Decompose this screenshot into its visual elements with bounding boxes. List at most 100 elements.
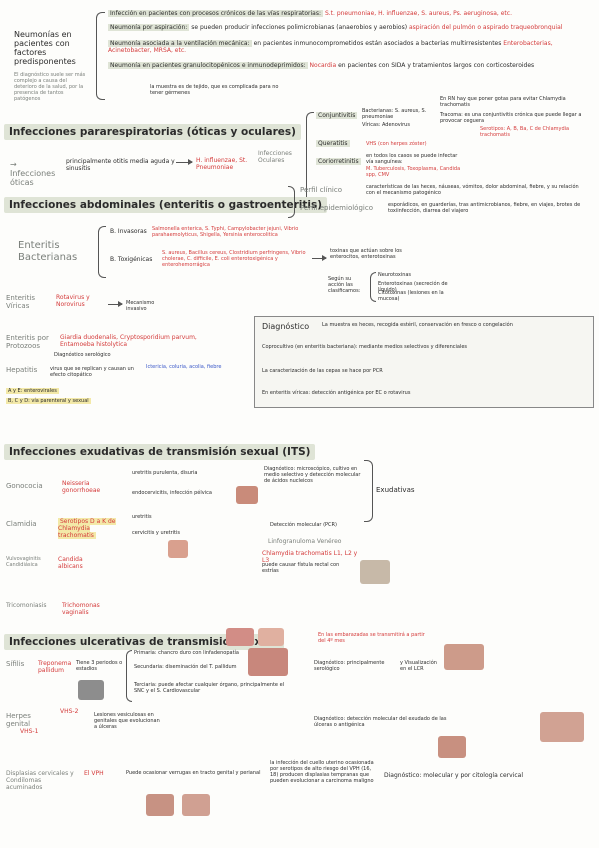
perfil-epi-text: esporádicos, en guarderías, tras antimic…	[388, 202, 581, 214]
herpes-photo-1	[438, 736, 466, 758]
herpes-dx: Diagnóstico: detección molecular del exu…	[314, 716, 447, 728]
otic-arrow-icon: →	[10, 160, 17, 169]
ocular-label: Infecciones Oculares	[258, 150, 292, 164]
hepatitis-ab: A y E: enterovirales	[6, 388, 59, 394]
sifilis-extra: y Visualización en el LCR	[400, 660, 437, 672]
sifilis-brace	[126, 650, 132, 702]
herpes-agent: VHS-2	[60, 708, 79, 715]
intro-item-3-detail: en pacientes inmunocomprometidos están a…	[253, 40, 502, 47]
intro-item-2: Neumonía por aspiración: se pueden produ…	[108, 24, 588, 31]
serotypes-note: Serotipos: A, B, Ba, C de Chlamydia trac…	[480, 126, 570, 138]
clamidia-female: cervicitis y uretritis	[132, 530, 181, 536]
sifilis-stages: Tiene 3 periodos o estadios	[76, 660, 123, 672]
viral-agents: Rotavirus y Norovirus	[56, 294, 90, 308]
intro-item-2-extra: aspiración del pulmón o aspirado traqueo…	[409, 24, 563, 31]
clamidia-male: uretritis	[132, 514, 152, 520]
vph-detail: la infección del cuello uterino ocasiona…	[270, 760, 374, 784]
section1-title: Infecciones pararespiratorias (óticas y …	[4, 124, 301, 140]
perfil-clinico-text: características de las heces, náuseas, v…	[366, 184, 579, 196]
section4-photo-1	[226, 628, 254, 646]
queratitis-label: Queratitis	[316, 140, 350, 147]
vph-agent: El VPH	[84, 770, 104, 777]
toxigenicas-agents: S. aureus, Bacillus cereus, Clostridium …	[162, 250, 306, 268]
clasif-item-3: Citotoxinas (lesiones en la mucosa)	[378, 290, 444, 302]
perfil-brace	[288, 186, 295, 218]
conj-bact: Bacterianas: S. aureus, S. pneumoniae	[362, 108, 427, 120]
vph-label: Displasias cervicales y Condilomas acumi…	[6, 770, 74, 791]
toxins-note: toxinas que actúan sobre los enterocitos…	[330, 248, 402, 260]
intro-item-1-label: Infección en pacientes con procesos crón…	[108, 10, 324, 17]
coriorretinitis-agents: M. Tuberculosis, Toxoplasma, Candida spp…	[366, 166, 461, 178]
vph-dx: Diagnóstico: molecular y por citología c…	[384, 772, 523, 779]
linfo-text: puede causar fístula rectal con estrías	[262, 562, 340, 574]
tracoma-note: Tracoma: es una conjuntivitis crónica qu…	[440, 112, 582, 124]
invasoras-label: B. Invasoras	[110, 228, 147, 235]
intro-item-2-detail: se pueden producir infecciones polimicro…	[191, 24, 408, 31]
intro-item-2-label: Neumonía por aspiración:	[108, 24, 190, 31]
hepatitis-label: Hepatitis	[6, 366, 38, 374]
coriorretinitis-text: en todos los casos se puede infectar vía…	[366, 153, 458, 165]
clamidia-agent: Serotipos D a K de Chlamydia trachomatis	[58, 518, 116, 539]
sifilis-photo	[248, 648, 288, 676]
section4-title: Infecciones ulcerativas de transmisión s…	[4, 634, 285, 650]
clamidia-dx: Detección molecular (PCR)	[270, 522, 337, 528]
entero-brace	[98, 226, 106, 278]
section3-title: Infecciones exudativas de transmisión se…	[4, 444, 316, 460]
otic-arrow	[176, 159, 193, 165]
embarazadas-note: En las embarazadas se transmitirá a part…	[318, 632, 425, 644]
vph-photo-1	[146, 794, 174, 816]
tricho-label: Tricomoniasis	[6, 602, 47, 609]
clamidia-photo	[168, 540, 188, 558]
intro-item-4: Neumonía en pacientes granulocitopénicos…	[108, 62, 588, 69]
vaginosis-agent: Candida albicans	[58, 556, 83, 570]
gono-photo	[236, 486, 258, 504]
vph-text: Puede ocasionar verrugas en tracto genit…	[126, 770, 261, 776]
otic-agents: H. influenzae, St. Pneumoniae	[196, 157, 248, 171]
perfil-epi: Perfil epidemiológico	[300, 204, 373, 212]
herpes-agent-2: VHS-1	[20, 728, 39, 735]
viral-label: Enteritis Víricas	[6, 294, 36, 310]
tricho-agent: Trichomonas vaginalis	[62, 602, 100, 616]
intro-brace	[96, 12, 105, 100]
linfogranuloma-label: Linfogranuloma Venéreo	[268, 538, 342, 545]
dx-box-item-3: La caracterización de las cepas se hace …	[262, 368, 383, 374]
intro-item-4-label: Neumonía en pacientes granulocitopénicos…	[108, 62, 308, 69]
otic-text: principalmente otitis media aguda y sinu…	[66, 158, 175, 172]
sifilis-secondary: Secundaria: diseminación del T. pallidum	[134, 664, 237, 670]
dx-box-item-4: En enteritis víricas: detección antigéni…	[262, 390, 411, 396]
intro-item-1-agents: S.t. pneumoniae, H. influenzae, S. aureu…	[324, 10, 512, 17]
sifilis-label: Sífilis	[6, 660, 25, 668]
entero-bact-label: Enteritis Bacterianas	[18, 240, 78, 263]
hepatitis-text: virus que se replican y causan un efecto…	[50, 366, 134, 378]
sifilis-photo-2	[444, 644, 484, 670]
sifilis-dx: Diagnóstico: principalmente serológico	[314, 660, 385, 672]
clasif-item-1: Neurotoxinas	[378, 272, 412, 278]
herpes-photo-2	[540, 712, 584, 742]
viral-note: Mecanismo invasivo	[126, 300, 155, 312]
herpes-label: Herpes genital	[6, 712, 31, 728]
gono-agent: Neisseria gonorrhoeae	[62, 480, 101, 494]
intro-item-3-agents: Enterobacterias, Acinetobacter, MRSA, et…	[108, 40, 553, 54]
vaginosis-label: Vulvovaginitis Candidiásica	[6, 556, 41, 568]
intro-item-4-detail: en pacientes con SIDA y tratamientos lar…	[338, 62, 535, 69]
intro-item-3: Neumonía asociada a la ventilación mecán…	[108, 40, 588, 54]
clamidia-label: Clamidia	[6, 520, 37, 528]
linfo-agent: Chlamydia trachomatis L1, L2 y L3	[262, 550, 358, 564]
dx-box-item-2: Coprocultivo (en enteritis bacteriana): …	[262, 344, 468, 350]
hepatitis-signs: Ictericia, coluria, acolia, fiebre	[146, 364, 222, 370]
otic-label: → Infecciones óticas	[10, 160, 56, 187]
toxigenicas-label: B. Toxigénicas	[110, 256, 153, 263]
exudativas-label: Exudativas	[376, 486, 415, 494]
gono-female: endocervicitis, infección pélvica	[132, 490, 212, 496]
dx-box-title: Diagnóstico	[262, 322, 310, 331]
intro-item-1: Infección en pacientes con procesos crón…	[108, 10, 588, 17]
hepatitis-bcd: B, C y D: vía parenteral y sexual	[6, 398, 91, 404]
clasif-brace	[370, 272, 376, 302]
gono-dx: Diagnóstico: microscópico, cultivo en me…	[264, 466, 361, 484]
gono-male: uretritis purulenta, disuria	[132, 470, 198, 476]
invasoras-agents: Salmonella enterica, S. Typhi, Campyloba…	[152, 226, 299, 238]
sifilis-tertiary: Terciaria: puede afectar cualquier órgan…	[134, 682, 285, 694]
section4-photo-2	[258, 628, 284, 646]
toxins-arrow	[312, 255, 327, 261]
intro-sub-note: la muestra es de tejido, que es complica…	[150, 84, 279, 96]
